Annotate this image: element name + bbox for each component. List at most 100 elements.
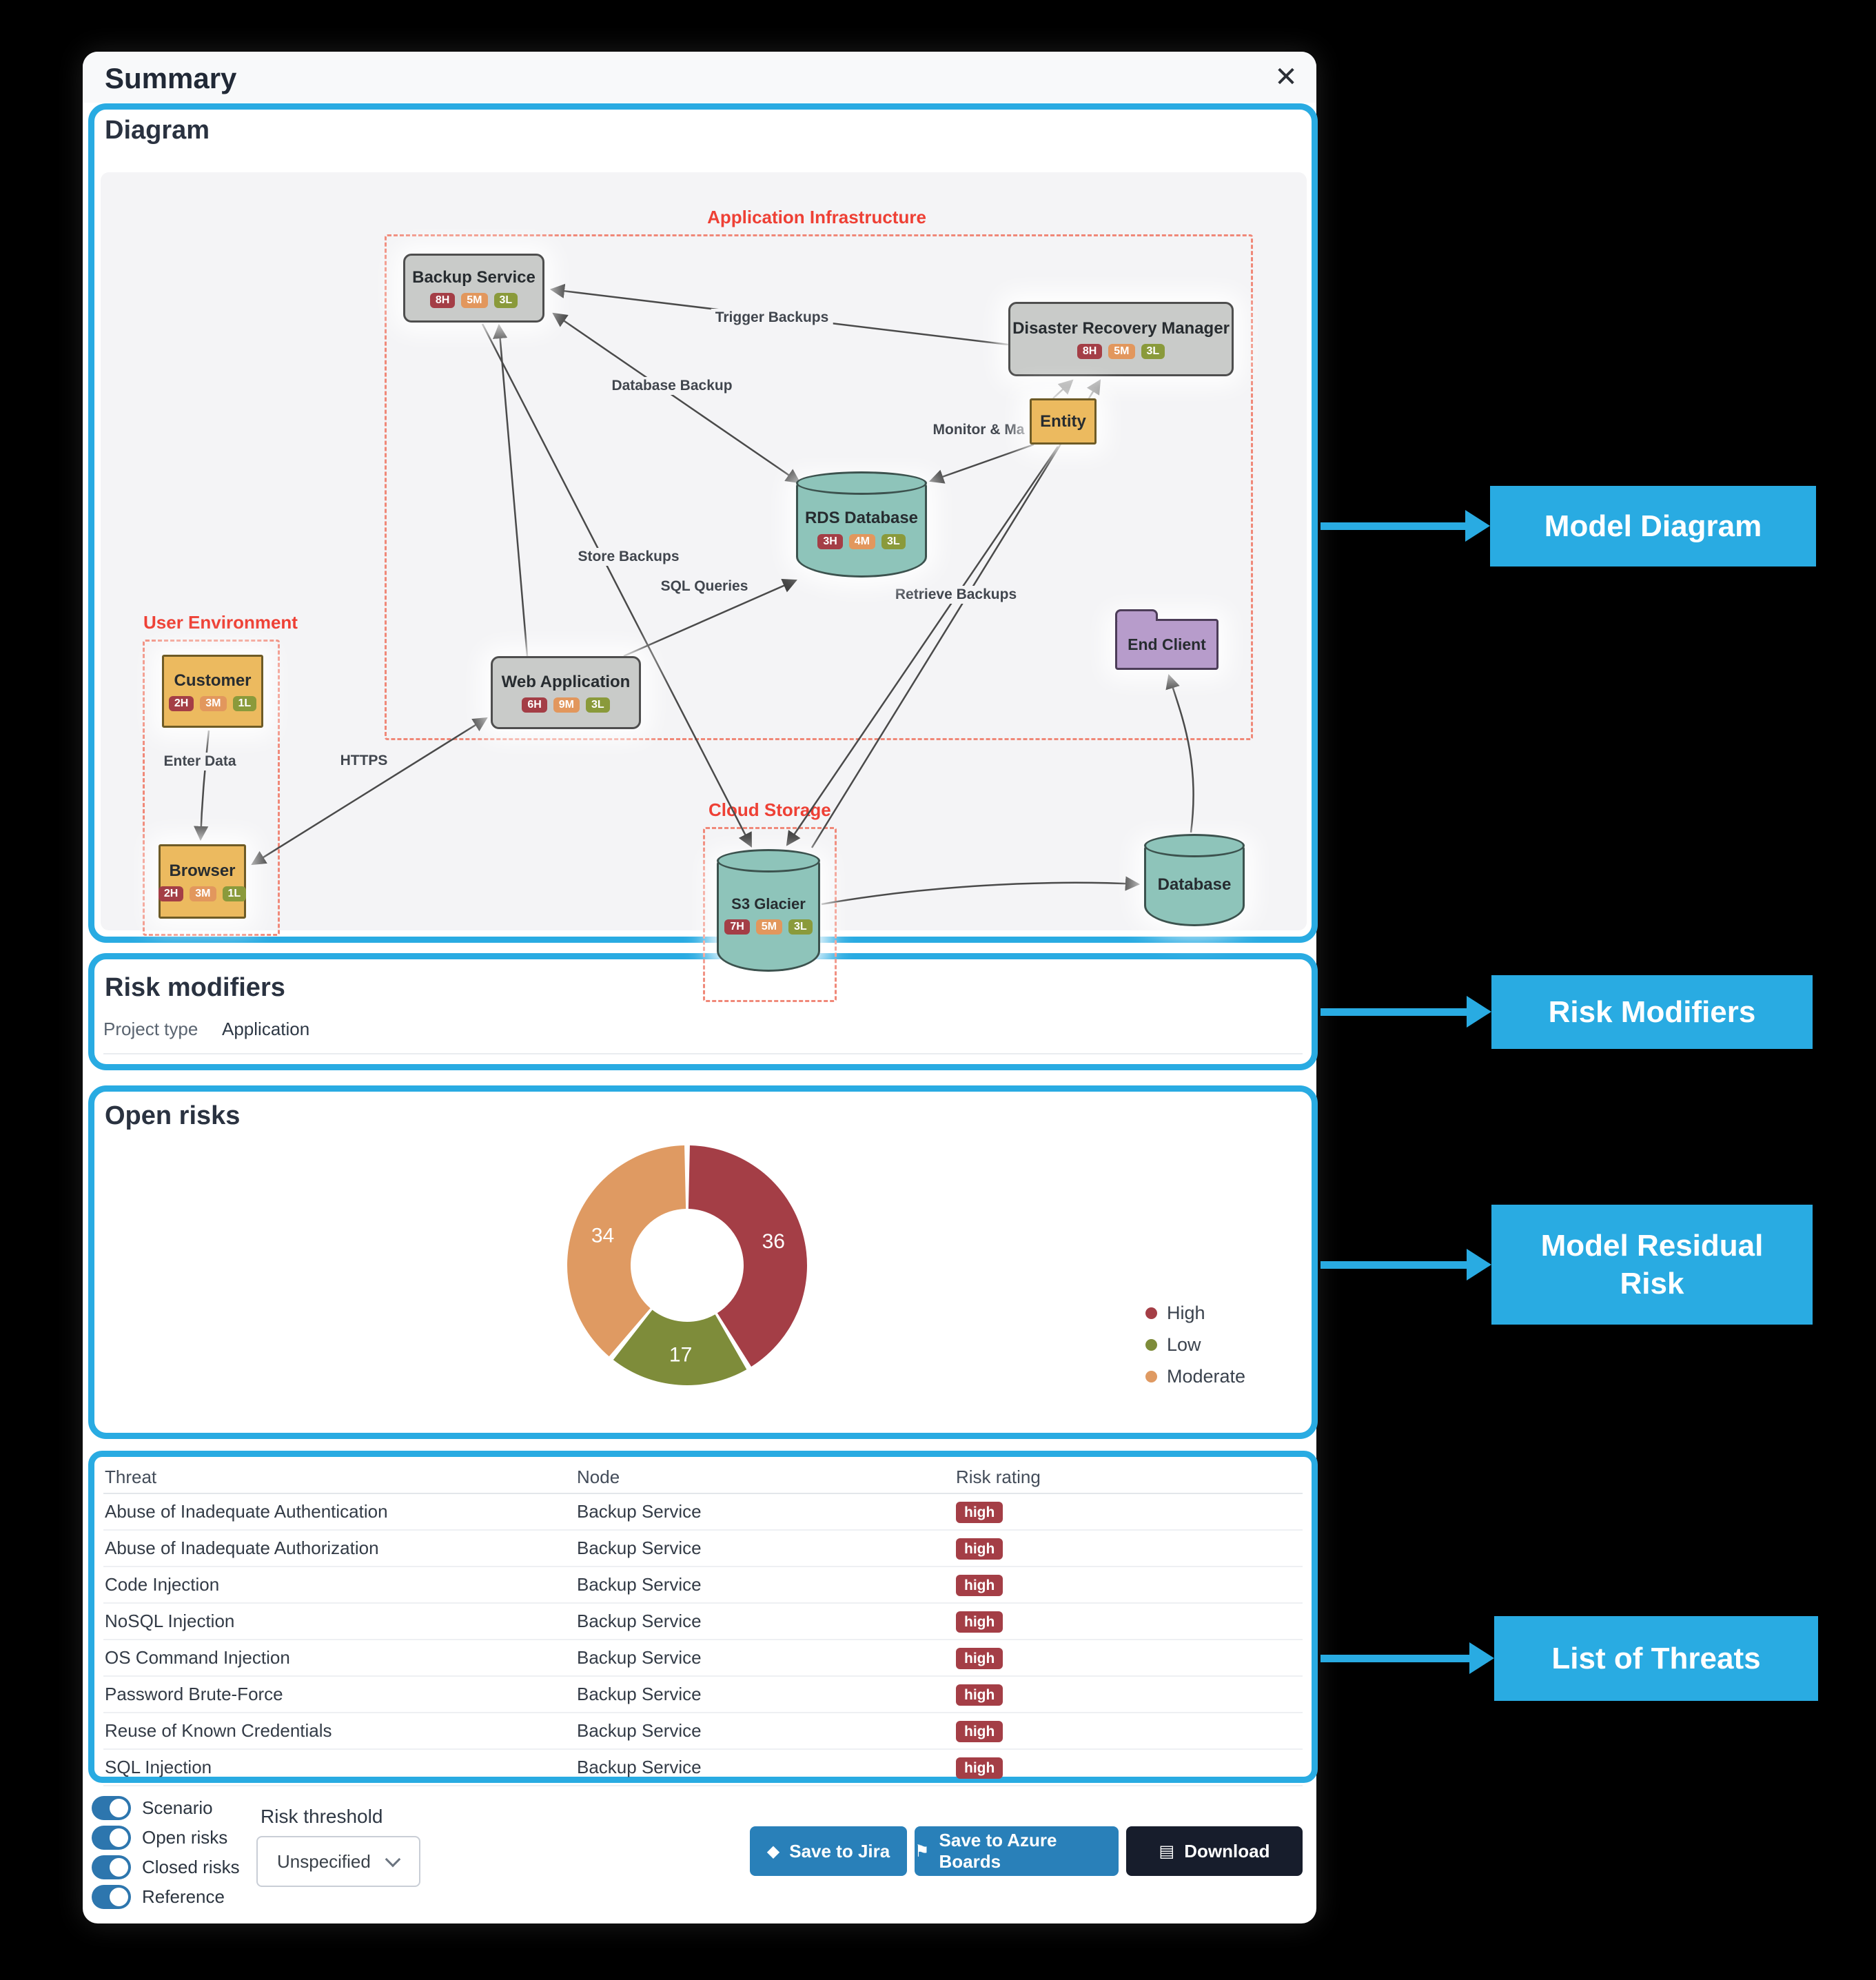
risk-rating-cell: high	[956, 1719, 1303, 1743]
node-cell: Backup Service	[577, 1574, 702, 1595]
threat-table: Threat Node Risk rating Abuse of Inadequ…	[103, 1461, 1303, 1786]
node-cell: Backup Service	[577, 1720, 702, 1741]
risk-rating-cell: high	[956, 1646, 1303, 1670]
legend-item: Moderate	[1145, 1366, 1245, 1387]
node-cell: Backup Service	[577, 1538, 702, 1558]
risk-badge: 1L	[222, 886, 247, 902]
risk-rating-badge: high	[956, 1574, 1003, 1597]
legend-item: Low	[1145, 1334, 1245, 1356]
toggle-reference: Reference	[92, 1884, 225, 1909]
donut-slice-value: 17	[669, 1344, 692, 1367]
risk-rating-badge: high	[956, 1720, 1003, 1743]
risk-badge: 5M	[461, 293, 488, 309]
risk-badge: 3L	[881, 533, 906, 549]
legend-swatch	[1145, 1307, 1157, 1319]
risk-badge: 6H	[522, 697, 547, 713]
risk-badge: 3M	[190, 886, 216, 902]
callout-arrow-head	[1467, 996, 1491, 1028]
close-icon[interactable]: ✕	[1274, 61, 1298, 93]
risk-badge: 7H	[724, 919, 750, 935]
save-to-azure-boards-button[interactable]: ⚑ Save to Azure Boards	[915, 1826, 1119, 1876]
edge-label-monitor: Monitor & Ma	[928, 421, 1029, 439]
download-button[interactable]: ▤ Download	[1126, 1826, 1303, 1876]
modal-header	[83, 52, 1316, 103]
chevron-down-icon	[385, 1851, 401, 1868]
risk-rating-badge: high	[956, 1684, 1003, 1706]
callout-list-of-threats: List of Threats	[1494, 1616, 1818, 1701]
callout-model-diagram: Model Diagram	[1490, 486, 1816, 567]
threat-cell: Reuse of Known Credentials	[105, 1720, 332, 1741]
risk-rating-cell: high	[956, 1537, 1303, 1560]
col-risk-rating: Risk rating	[956, 1466, 1041, 1487]
threat-cell: Code Injection	[105, 1574, 220, 1595]
edge-label-retrieve-backups: Retrieve Backups	[890, 586, 1021, 604]
legend-label: Low	[1167, 1334, 1201, 1355]
threat-cell: NoSQL Injection	[105, 1611, 235, 1631]
table-row: Reuse of Known Credentials Backup Service…	[103, 1713, 1303, 1750]
edge-label-trigger-backups: Trigger Backups	[711, 309, 833, 327]
risk-badge: 3L	[788, 919, 813, 935]
project-type-value: Application	[222, 1019, 310, 1039]
risk-modifiers-title: Risk modifiers	[105, 973, 285, 1002]
risk-rating-badge: high	[956, 1501, 1003, 1524]
col-threat: Threat	[105, 1466, 157, 1487]
node-database[interactable]: Database	[1144, 834, 1245, 926]
risk-badge: 5M	[1108, 344, 1135, 360]
threat-cell: SQL Injection	[105, 1757, 212, 1777]
risk-badge: 3L	[586, 697, 610, 713]
project-type-label: Project type	[103, 1019, 198, 1039]
donut-slice-value: 34	[591, 1224, 614, 1247]
risk-rating-cell: high	[956, 1756, 1303, 1779]
risk-badge: 8H	[1077, 344, 1103, 360]
callout-arrow-line	[1321, 522, 1467, 530]
risk-rating-cell: high	[956, 1573, 1303, 1597]
risk-badge: 5M	[755, 919, 782, 935]
donut-slice-high	[688, 1145, 807, 1367]
download-icon: ▤	[1159, 1841, 1175, 1861]
open-risks-toggle[interactable]	[92, 1825, 131, 1850]
legend-swatch	[1145, 1339, 1157, 1351]
callout-model-residual-risk: Model Residual Risk	[1491, 1205, 1813, 1325]
node-end-client[interactable]: End Client	[1115, 609, 1219, 670]
closed-risks-toggle[interactable]	[92, 1855, 131, 1879]
table-header-row: Threat Node Risk rating	[103, 1461, 1303, 1494]
threat-list-section	[88, 1451, 1318, 1783]
scenario-toggle[interactable]	[92, 1795, 131, 1820]
divider	[103, 1053, 1303, 1054]
risk-rating-badge: high	[956, 1757, 1003, 1779]
toggle-closed-risks: Closed risks	[92, 1855, 240, 1879]
callout-arrow-head	[1465, 510, 1490, 542]
risk-rating-cell: high	[956, 1500, 1303, 1524]
risk-badge: 9M	[553, 697, 580, 713]
edge-label-enter-data: Enter Data	[159, 753, 241, 770]
save-to-jira-button[interactable]: ◆ Save to Jira	[750, 1826, 907, 1876]
callout-arrow-line	[1321, 1008, 1468, 1016]
threat-cell: Abuse of Inadequate Authorization	[105, 1538, 379, 1558]
donut-slice-moderate	[567, 1145, 686, 1357]
risk-badge: 3L	[1141, 344, 1165, 360]
jira-icon: ◆	[766, 1841, 780, 1861]
page-title: Summary	[105, 62, 237, 94]
risk-badge: 3H	[817, 533, 843, 549]
callout-arrow-line	[1321, 1261, 1468, 1269]
threat-cell: Abuse of Inadequate Authentication	[105, 1501, 388, 1522]
risk-rating-badge: high	[956, 1647, 1003, 1670]
risk-threshold-select[interactable]: Unspecified	[256, 1836, 420, 1887]
node-cell: Backup Service	[577, 1611, 702, 1631]
node-entity[interactable]: Entity	[1030, 398, 1097, 445]
risk-badge: 2H	[158, 886, 184, 902]
edge-label-store-backups: Store Backups	[573, 548, 684, 566]
callout-risk-modifiers: Risk Modifiers	[1491, 975, 1813, 1049]
reference-toggle[interactable]	[92, 1884, 131, 1909]
risk-badge: 4M	[848, 533, 875, 549]
toggle-open-risks: Open risks	[92, 1825, 227, 1850]
